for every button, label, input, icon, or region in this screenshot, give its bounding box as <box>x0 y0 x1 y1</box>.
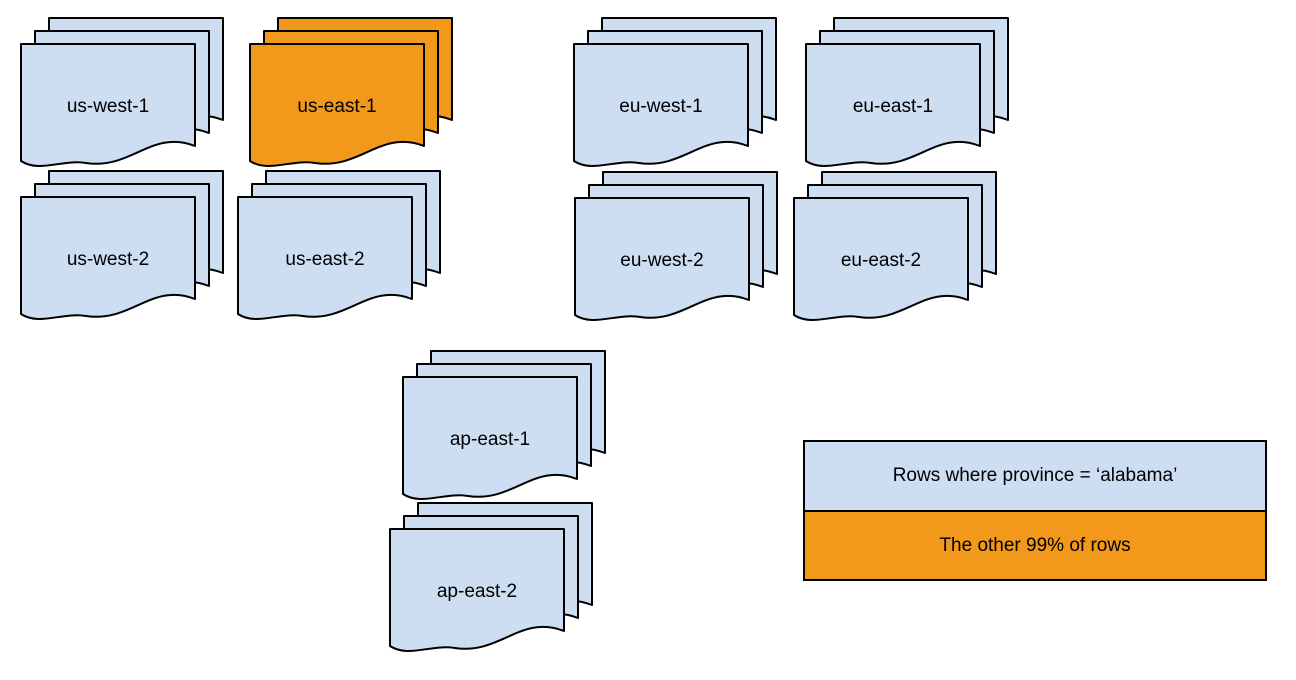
region-stack-eu-east-2: eu-east-2 <box>793 171 997 325</box>
document-shape-front <box>20 43 196 171</box>
document-shape-front <box>574 197 750 325</box>
region-stack-us-west-2: us-west-2 <box>20 170 224 324</box>
document-shape-front <box>249 43 425 171</box>
region-stack-eu-west-2: eu-west-2 <box>574 171 778 325</box>
region-stack-ap-east-2: ap-east-2 <box>389 502 593 656</box>
region-stack-eu-west-1: eu-west-1 <box>573 17 777 171</box>
document-shape-front <box>793 197 969 325</box>
document-shape-front <box>805 43 981 171</box>
document-shape-front <box>389 528 565 656</box>
region-stack-ap-east-1: ap-east-1 <box>402 350 606 504</box>
document-shape-front <box>20 196 196 324</box>
document-shape-front <box>402 376 578 504</box>
legend: Rows where province = ‘alabama’The other… <box>803 440 1267 581</box>
region-stack-eu-east-1: eu-east-1 <box>805 17 1009 171</box>
legend-item-alabama-rows: Rows where province = ‘alabama’ <box>805 442 1265 510</box>
region-stack-us-west-1: us-west-1 <box>20 17 224 171</box>
legend-item-other-rows: The other 99% of rows <box>805 509 1265 579</box>
document-shape-front <box>573 43 749 171</box>
document-shape-front <box>237 196 413 324</box>
region-stack-us-east-1: us-east-1 <box>249 17 453 171</box>
region-stack-us-east-2: us-east-2 <box>237 170 441 324</box>
